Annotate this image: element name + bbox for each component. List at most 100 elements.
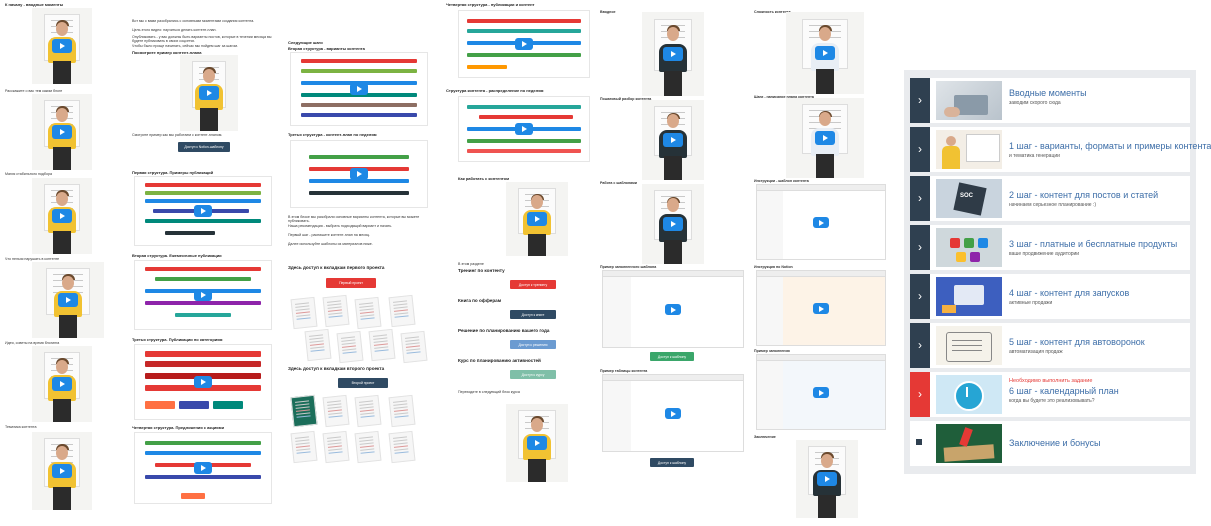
play-icon[interactable] (515, 38, 533, 50)
play-icon[interactable] (58, 293, 78, 307)
play-icon[interactable] (815, 131, 835, 145)
video-label: Заключение (754, 435, 776, 439)
section-heading: Четвертая структура - публикации и конте… (446, 2, 535, 7)
closing-text: Переходите в следующий блок курса (458, 390, 520, 394)
video-thumbnail[interactable] (786, 12, 864, 94)
play-icon[interactable] (194, 289, 212, 301)
play-icon[interactable] (813, 303, 829, 314)
chevron-right-icon: › (910, 323, 930, 368)
play-icon[interactable] (527, 436, 547, 450)
notion-template-button[interactable]: Доступ к Notion-шаблону (178, 142, 230, 152)
module-step-4[interactable]: › 4 шаг - контент для запусков активные … (910, 274, 1190, 319)
book-access-button[interactable]: Доступ к книге (510, 310, 556, 319)
course-access-button[interactable]: Доступ к курсу (510, 370, 556, 379)
video-label: Инструкция по Notion (754, 265, 793, 269)
module-thumbnail (936, 277, 1002, 316)
module-thumbnail (936, 130, 1002, 169)
year-plan-access-button[interactable]: Доступ к решению (510, 340, 556, 349)
video-label: Расскажите о вас тем каким блоге (5, 89, 63, 93)
video-thumbnail[interactable] (642, 184, 704, 264)
play-icon[interactable] (52, 125, 72, 139)
slide-video[interactable] (458, 96, 590, 162)
play-icon[interactable] (527, 212, 547, 226)
intro-line: Вот мы с вами разобрались с основными мо… (132, 19, 255, 23)
slide-video[interactable] (134, 344, 272, 420)
section-heading: Следующие шаги (288, 40, 323, 45)
screen-recording[interactable] (602, 374, 744, 452)
module-thumbnail (936, 375, 1002, 414)
module-subtitle: ваше продвижение аудитории (1009, 251, 1080, 257)
video-label: Тематика контента (5, 425, 37, 429)
video-thumbnail[interactable] (506, 182, 568, 256)
video-thumbnail[interactable] (32, 262, 104, 338)
template-access-button-navy[interactable]: Доступ к шаблону (650, 458, 694, 467)
play-icon[interactable] (52, 209, 72, 223)
module-step-2[interactable]: › SOC 2 шаг - контент для постов и стате… (910, 176, 1190, 221)
section-heading: Посмотрите пример контент-плана (132, 50, 202, 55)
video-label: Работа с шаблонами (600, 181, 638, 185)
video-thumbnail[interactable] (642, 100, 704, 180)
play-icon[interactable] (813, 387, 829, 398)
chevron-right-icon: › (910, 127, 930, 172)
screen-recording[interactable] (756, 270, 886, 346)
video-label: Шаги - написание плана контента (754, 95, 814, 99)
module-step-6[interactable]: › Необходимо выполнить задание 6 шаг - к… (910, 372, 1190, 417)
section-heading: Первая структура. Примеры публикаций (132, 170, 214, 175)
play-icon[interactable] (52, 377, 72, 391)
video-thumbnail[interactable] (32, 8, 92, 84)
video-thumbnail[interactable] (642, 12, 704, 96)
access-title: Здесь доступ к вкладкам первого проекта (288, 265, 385, 270)
play-icon[interactable] (199, 86, 219, 100)
video-thumbnail[interactable] (786, 98, 864, 178)
play-icon[interactable] (663, 47, 683, 61)
slide-video[interactable] (290, 140, 428, 208)
video-thumbnail[interactable] (796, 440, 858, 518)
screen-recording[interactable] (602, 270, 744, 348)
section-heading: Третья структура. Публикации по категори… (132, 337, 223, 342)
first-project-button[interactable]: Первый проект (326, 278, 376, 288)
module-conclusion[interactable]: Заключение и бонусы (910, 421, 1190, 466)
play-icon[interactable] (665, 408, 681, 419)
slide-video[interactable] (134, 260, 272, 330)
training-access-button[interactable]: Доступ к тренингу (510, 280, 556, 289)
video-thumbnail[interactable] (32, 94, 92, 170)
play-icon[interactable] (350, 83, 368, 95)
body-line: В этом блоке мы разобрали основные вариа… (288, 215, 420, 224)
section-heading: Структура контента - распределение по не… (446, 88, 544, 93)
play-icon[interactable] (194, 205, 212, 217)
play-icon[interactable] (194, 462, 212, 474)
chevron-right-icon: › (910, 78, 930, 123)
play-icon[interactable] (515, 123, 533, 135)
module-step-5[interactable]: › 5 шаг - контент для автоворонок автома… (910, 323, 1190, 368)
slide-video[interactable] (290, 52, 428, 126)
screen-recording[interactable] (756, 354, 886, 430)
second-project-button[interactable]: Второй проект (338, 378, 388, 388)
video-label: Пример заполненного шаблона (600, 265, 657, 269)
screen-recording[interactable] (756, 184, 886, 260)
module-step-3[interactable]: › 3 шаг - платные и бесплатные продукты … (910, 225, 1190, 270)
play-icon[interactable] (815, 46, 835, 60)
play-icon[interactable] (52, 39, 72, 53)
play-icon[interactable] (817, 472, 837, 486)
play-icon[interactable] (350, 168, 368, 180)
play-icon[interactable] (665, 304, 681, 315)
play-icon[interactable] (813, 217, 829, 228)
slide-video[interactable] (134, 432, 272, 504)
body-line: Далее используйте шаблоны из материалов … (288, 242, 373, 246)
video-thumbnail[interactable] (32, 346, 92, 422)
slide-video[interactable] (134, 176, 272, 246)
slide-video[interactable] (458, 10, 590, 78)
module-title: 4 шаг - контент для запусков (1009, 288, 1130, 298)
video-thumbnail[interactable] (32, 432, 92, 510)
template-access-button-green[interactable]: Доступ к шаблону (650, 352, 694, 361)
play-icon[interactable] (663, 133, 683, 147)
video-thumbnail[interactable] (180, 55, 238, 131)
module-intro[interactable]: › Вводные моменты заводим скорого сюда (910, 78, 1190, 123)
video-thumbnail[interactable] (506, 404, 568, 482)
play-icon[interactable] (52, 464, 72, 478)
play-icon[interactable] (194, 376, 212, 388)
body-line: Наша рекомендация - выбрать подходящий в… (288, 224, 393, 228)
play-icon[interactable] (663, 217, 683, 231)
module-step-1[interactable]: › 1 шаг - варианты, форматы и примеры ко… (910, 127, 1211, 172)
video-thumbnail[interactable] (32, 178, 92, 254)
